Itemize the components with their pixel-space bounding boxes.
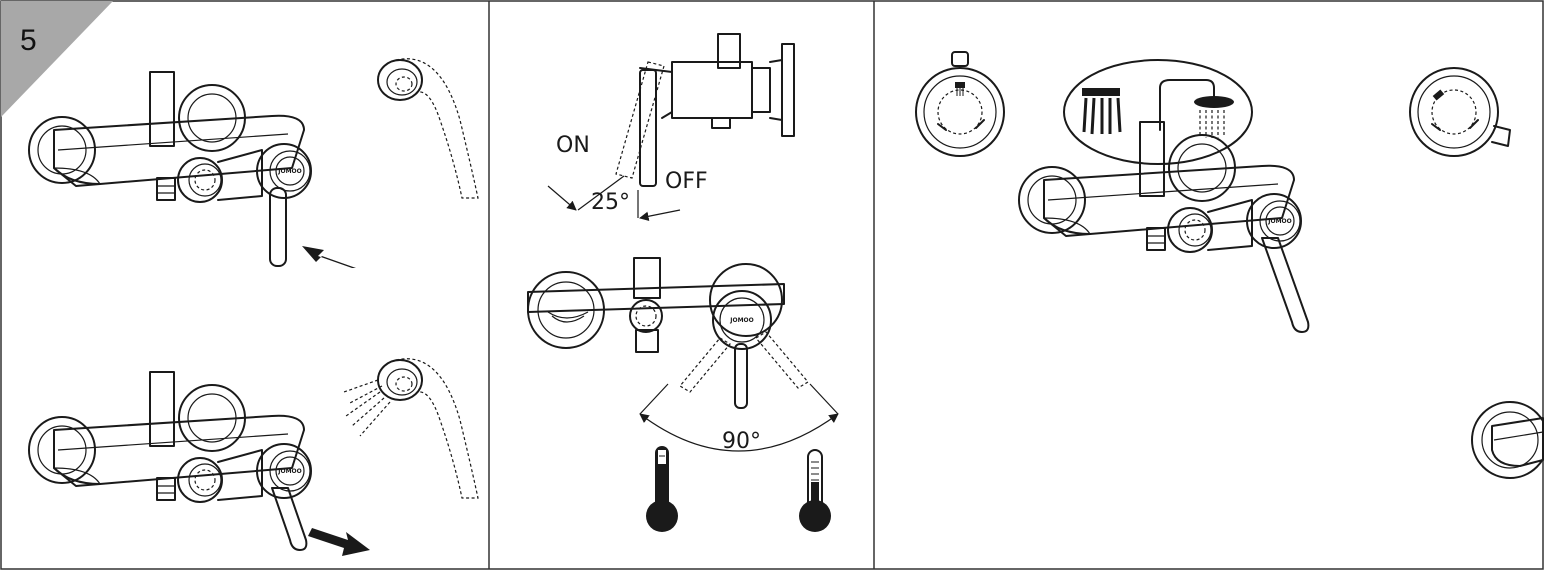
front-view: JOMOO 90°: [527, 257, 839, 532]
rotation-angle-label: 90°: [722, 429, 761, 454]
lever-handle: [269, 187, 287, 267]
thermometer-hot-icon: [646, 446, 678, 532]
on-label: ON: [556, 133, 590, 158]
diverter-dial-icon: [915, 51, 1005, 157]
diverter-dial-rotated-icon: [1409, 67, 1511, 157]
panel-open-close: [28, 57, 479, 556]
hand-shower-spraying-icon: [343, 357, 479, 499]
lever-handle-raised: [271, 487, 308, 551]
overhead-shower-icon: [1082, 88, 1122, 135]
side-view: ON OFF 25°: [547, 33, 795, 222]
rotation-arc: [639, 413, 839, 452]
panel-diverter: [915, 51, 1544, 479]
lever-center: [734, 343, 748, 409]
diverter-modes: [1063, 59, 1253, 165]
off-label: OFF: [665, 169, 708, 194]
brand-logo-front: JOMOO: [729, 317, 754, 324]
push-arrow-icon: [302, 246, 356, 268]
step-number: 5: [20, 24, 37, 57]
hand-shower-icon: [377, 57, 479, 199]
step-badge: 5: [1, 1, 113, 117]
lever-off-position: [639, 69, 657, 187]
hand-shower-icon: [1159, 79, 1234, 138]
panel-lever-angles: ON OFF 25° JOMOO: [527, 33, 839, 532]
lever-left-hot: [679, 337, 731, 393]
faucet-diverter: [1018, 121, 1310, 333]
pull-arrow-icon: [308, 528, 370, 556]
lever-on-position: [615, 61, 665, 179]
faucet-closed: [28, 57, 479, 268]
lever-right-cold: [755, 331, 809, 389]
faucet-partial: [1471, 401, 1544, 479]
tilt-angle-label: 25°: [591, 190, 630, 215]
faucet-open: [28, 357, 479, 556]
thermometer-cold-icon: [799, 449, 831, 532]
